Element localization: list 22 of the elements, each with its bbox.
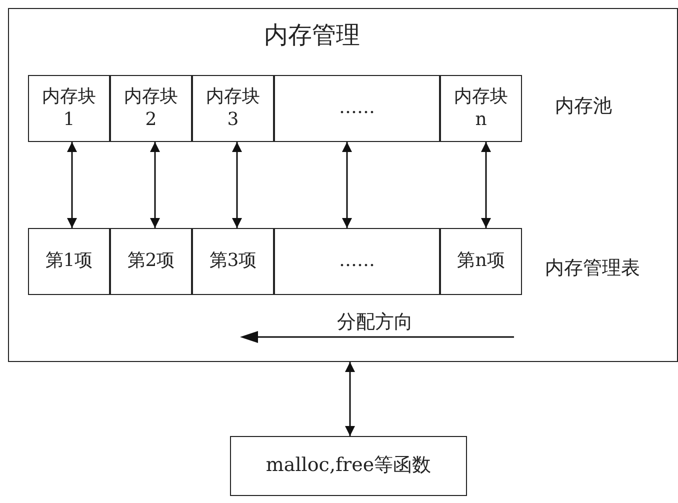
ellipsis-cell: …… <box>274 228 440 295</box>
table-entry-cell: 第1项 <box>28 228 110 295</box>
memory-block-cell: 内存块 3 <box>192 75 274 142</box>
module-frame <box>8 8 678 362</box>
table-entry-cell: 第2项 <box>110 228 192 295</box>
memory-block-cell: 内存块 2 <box>110 75 192 142</box>
double-arrow <box>481 142 491 228</box>
double-arrow <box>232 142 242 228</box>
pool-label: 内存池 <box>555 94 612 119</box>
table-entry-cell: 第n项 <box>440 228 522 295</box>
double-arrow <box>345 362 355 436</box>
memory-block-cell: 内存块 n <box>440 75 522 142</box>
direction-label: 分配方向 <box>337 310 413 335</box>
frame-title: 内存管理 <box>264 20 360 51</box>
table-entry-cell: 第3项 <box>192 228 274 295</box>
double-arrow <box>150 142 160 228</box>
double-arrow <box>67 142 77 228</box>
table-label: 内存管理表 <box>545 256 640 281</box>
double-arrow <box>342 142 352 228</box>
memory-block-cell: 内存块 1 <box>28 75 110 142</box>
function-box: malloc,free等函数 <box>230 436 467 496</box>
ellipsis-cell: …… <box>274 75 440 142</box>
